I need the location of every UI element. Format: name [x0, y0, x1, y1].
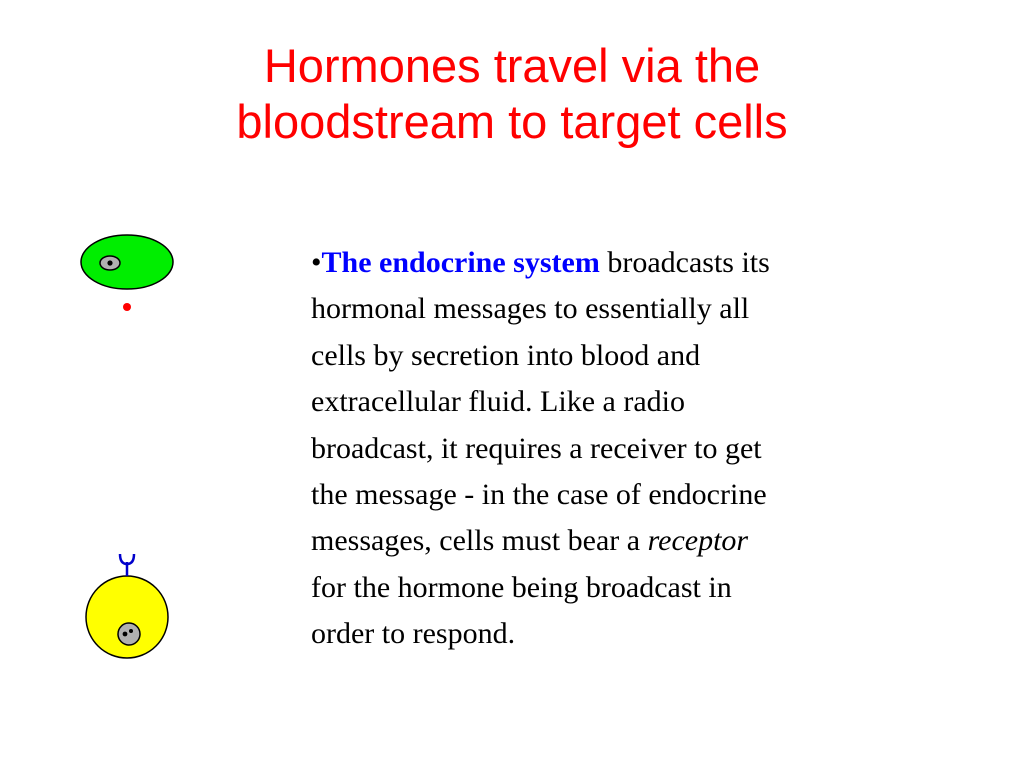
body-line-2: hormonal messages to essentially all: [311, 292, 750, 326]
cell-illustration: [70, 225, 190, 665]
body-line-7: messages, cells must bear a receptor: [311, 518, 951, 564]
body-line-4: extracellular fluid. Like a radio: [311, 385, 685, 419]
body-line-9: order to respond.: [311, 617, 516, 651]
title-line-2: bloodstream to target cells: [236, 95, 788, 148]
bullet-mark: •: [311, 246, 322, 279]
body-line-5: broadcast, it requires a receiver to get: [311, 431, 762, 465]
cell-diagram: [80, 234, 174, 659]
body-line-8: for the hormone being broadcast in: [311, 570, 732, 604]
target-cell: [85, 575, 169, 659]
secreting-cell: [80, 234, 174, 290]
body-line-6: the message - in the case of endocrine: [311, 478, 767, 512]
body-text-7: messages, cells must bear a: [311, 524, 648, 558]
title-line-1: Hormones travel via the: [263, 39, 761, 92]
highlight-term: The endocrine system: [321, 246, 600, 279]
body-paragraph: •The endocrine system broadcasts its hor…: [311, 240, 951, 658]
body-text-1: broadcasts its: [599, 246, 770, 279]
hormone-particle: [123, 303, 131, 311]
body-line-1: •The endocrine system broadcasts its: [311, 240, 951, 286]
italic-term: receptor: [647, 524, 749, 558]
receptor-icon: [118, 553, 136, 576]
slide-title: Hormones travel via the bloodstream to t…: [0, 38, 1024, 150]
target-cell-nucleus: [117, 622, 141, 646]
body-line-3: cells by secretion into blood and: [311, 338, 701, 372]
